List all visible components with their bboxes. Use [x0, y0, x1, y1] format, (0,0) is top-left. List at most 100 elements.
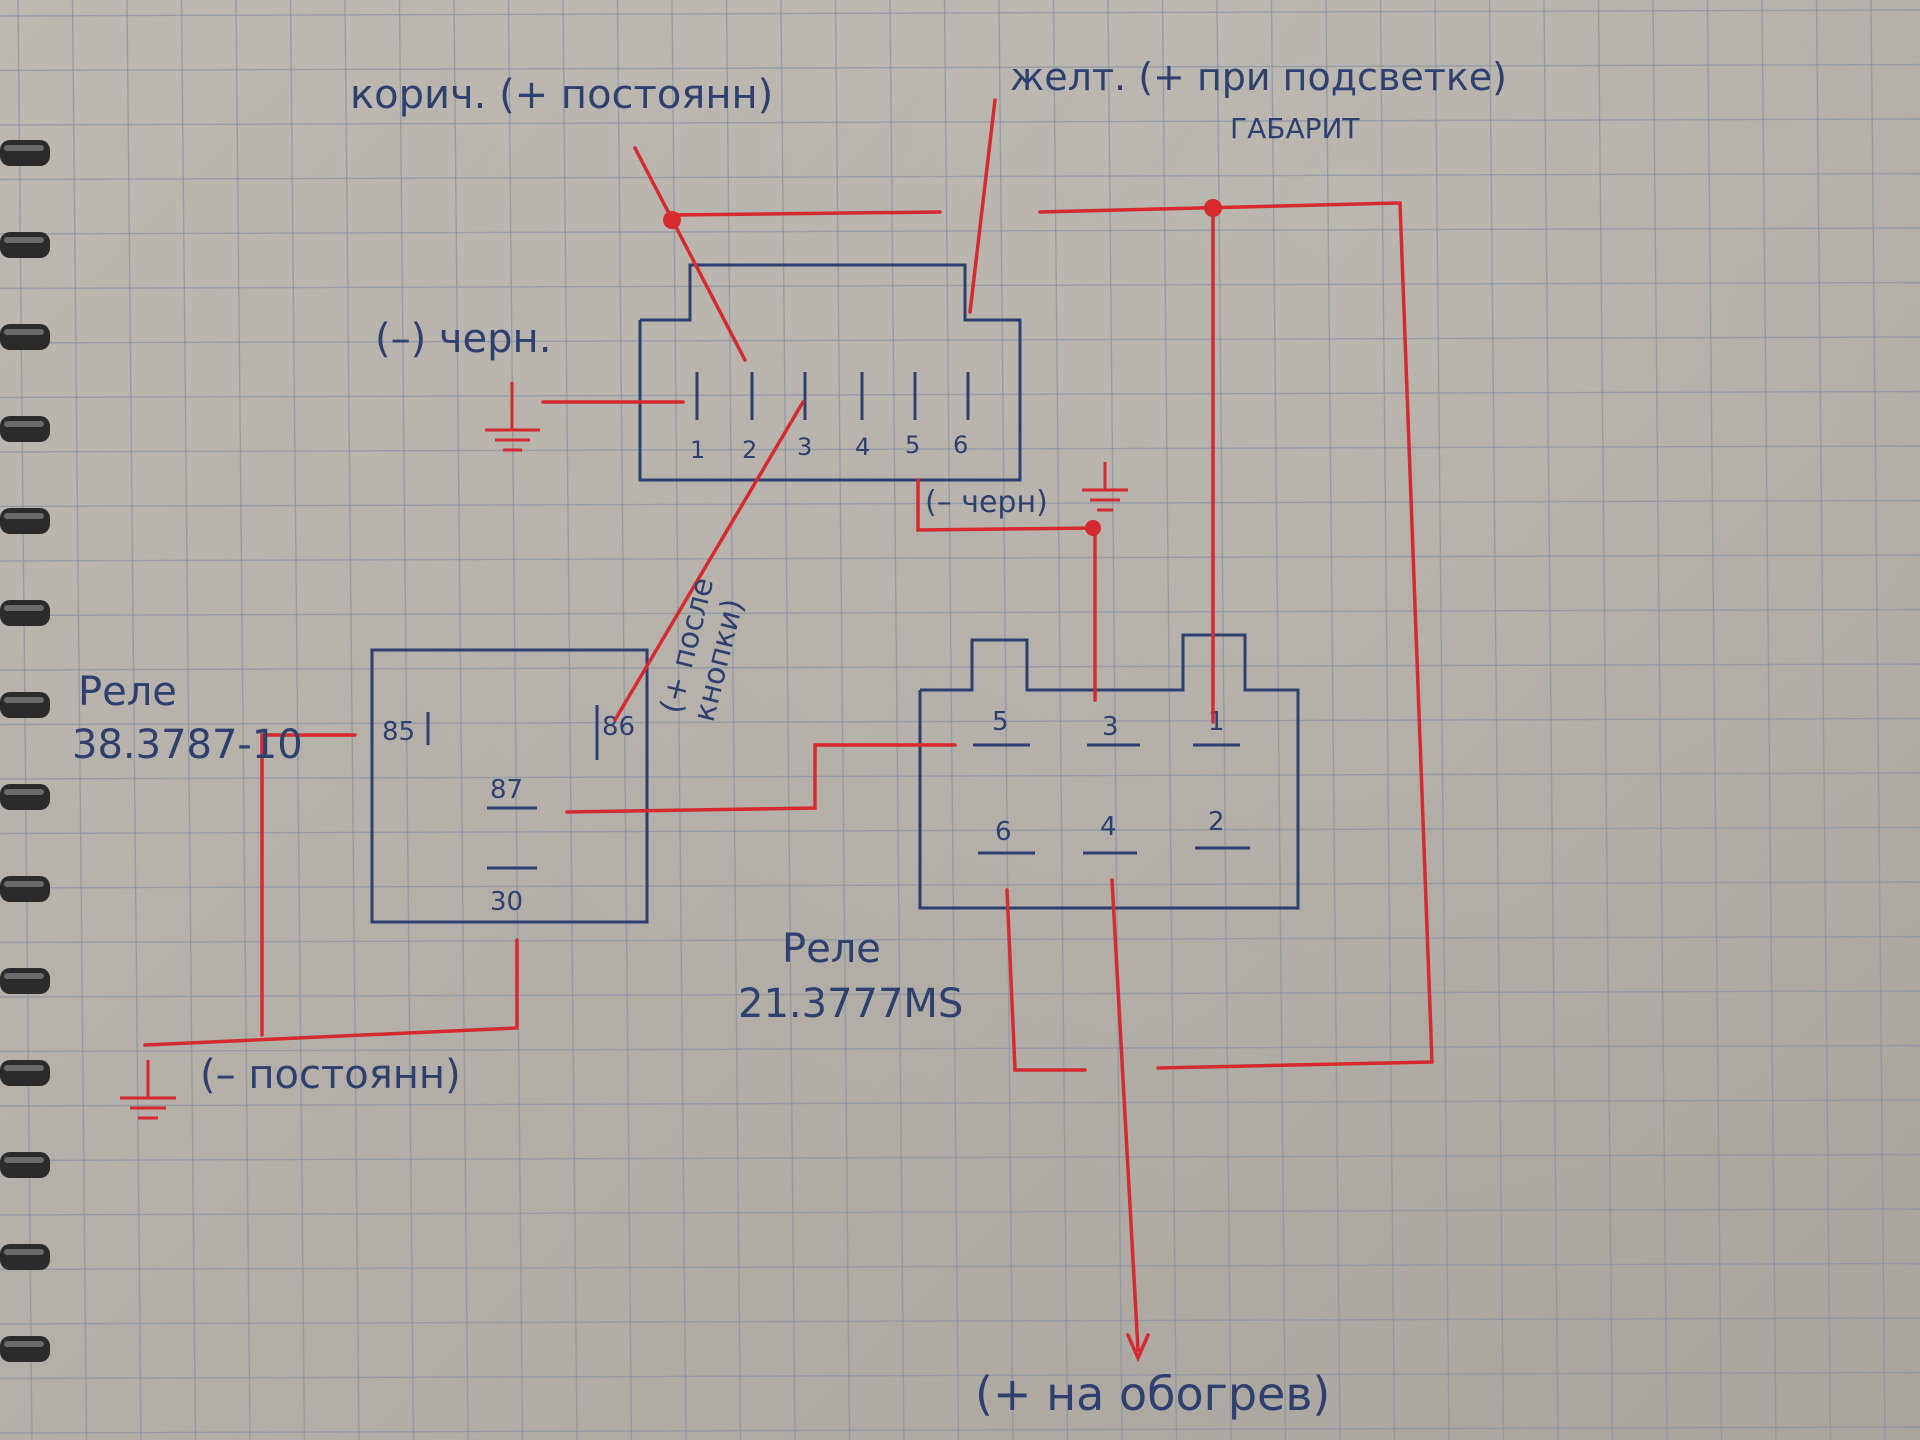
relay-1-body: [370, 648, 649, 924]
grid-line: [1107, 0, 1123, 1440]
spiral-ring-highlight: [4, 881, 44, 887]
relay-2-pin-4: 4: [1100, 812, 1117, 842]
relay-1-pin-85: 85: [382, 717, 415, 747]
wire-30-ground: [143, 938, 519, 1047]
grid-line: [0, 1208, 1920, 1216]
connector-pin-1: 1: [690, 436, 705, 464]
junction-ground-right: [1085, 520, 1101, 536]
spiral-ring-highlight: [4, 421, 44, 427]
grid-line: [344, 0, 360, 1440]
spiral-ring-highlight: [4, 237, 44, 243]
spiral-ring-highlight: [4, 329, 44, 335]
wire-heater-out: [1110, 878, 1140, 1352]
label-negative-constant: (– постоянн): [200, 1052, 461, 1098]
grid-line: [0, 227, 1920, 235]
wire-brown-diagonal: [633, 146, 747, 362]
grid-line: [671, 0, 687, 1440]
connector-block: [638, 263, 1022, 482]
spiral-ring: [0, 140, 50, 166]
grid-line: [834, 0, 851, 1440]
relay-2-pin-2: 2: [1208, 807, 1225, 837]
grid-line: [998, 0, 1014, 1440]
wire-right-vertical: [1398, 201, 1434, 1064]
spiral-ring-highlight: [4, 1341, 44, 1347]
relay-2-pin-labels: 5 3 1 6 4 2: [992, 707, 1225, 847]
wire-heater-arrow: [1126, 1333, 1150, 1363]
junction-dots: [663, 199, 1222, 536]
spiral-ring: [0, 600, 50, 626]
red-wires: [143, 98, 1434, 1363]
spiral-ring: [0, 692, 50, 718]
spiral-ring-highlight: [4, 697, 44, 703]
relay-2-pin-1: 1: [1208, 707, 1225, 737]
relay-2-pin-5: 5: [992, 707, 1009, 737]
grid-line: [0, 1317, 1920, 1325]
relay-2-pin-3: 3: [1102, 712, 1119, 742]
spiral-ring: [0, 784, 50, 810]
grid-line: [0, 881, 1920, 889]
relay-2-model: 21.3777MS: [738, 981, 963, 1027]
grid-line: [0, 935, 1920, 944]
grid-line: [507, 0, 524, 1440]
grid-line: [1161, 0, 1178, 1440]
wire-yellow: [968, 98, 997, 314]
grid-line: [453, 0, 469, 1440]
wire-85-ground: [260, 733, 357, 1037]
label-yellow-wire: желт. (+ при подсветке): [1010, 55, 1507, 99]
spiral-ring: [0, 416, 50, 442]
spiral-ring-highlight: [4, 973, 44, 979]
grid-line: [0, 499, 1920, 508]
grid-line: [0, 390, 1920, 399]
wire-after-button: [613, 400, 805, 722]
wire-bottom-right: [1156, 1060, 1434, 1070]
grid-line: [180, 0, 197, 1440]
ground-icon: [120, 1060, 176, 1120]
notebook-spiral-icon: [0, 140, 50, 1362]
wire-brown-top: [670, 210, 942, 217]
relay-1-pin-30: 30: [490, 887, 523, 917]
spiral-ring: [0, 324, 50, 350]
grid-line: [943, 0, 960, 1440]
grid-line: [398, 0, 415, 1440]
grid-line: [289, 0, 306, 1440]
grid-line: [0, 1262, 1920, 1271]
grid-line: [1706, 0, 1723, 1440]
wire-relay2-pin6: [1005, 888, 1087, 1072]
grid-line: [0, 1426, 1920, 1434]
connector-pin-5: 5: [905, 431, 920, 459]
grid-line: [0, 1099, 1920, 1107]
spiral-ring-highlight: [4, 1157, 44, 1163]
grid-line: [0, 445, 1920, 453]
relay-1-pin-labels: 85 86 87 30: [382, 712, 635, 917]
label-after-button: (+ после кнопки): [654, 565, 757, 725]
spiral-ring: [0, 968, 50, 994]
label-gabarit: ГАБАРИТ: [1230, 112, 1360, 145]
grid-line: [126, 0, 142, 1440]
relay-2-pin-6: 6: [995, 817, 1012, 847]
grid-line: [0, 118, 1920, 126]
label-black-negative-right: (– черн): [925, 485, 1048, 520]
connector-pin-2: 2: [742, 436, 757, 464]
label-black-negative: (–) черн.: [375, 316, 551, 362]
grid-line: [0, 63, 1920, 72]
spiral-ring-highlight: [4, 1065, 44, 1071]
grid-line: [0, 554, 1920, 562]
grid-line: [71, 0, 88, 1440]
grid-line: [1761, 0, 1777, 1440]
grid-line: [0, 336, 1920, 344]
ground-icon: [485, 382, 540, 452]
grid-line: [780, 0, 796, 1440]
spiral-ring-highlight: [4, 1249, 44, 1255]
grid-line: [0, 1044, 1920, 1053]
grid-line: [889, 0, 905, 1440]
wire-pin5-ground: [916, 478, 1100, 532]
junction-top-right: [1204, 199, 1222, 217]
spiral-ring: [0, 508, 50, 534]
grid-line: [0, 990, 1920, 998]
ground-icon: [1082, 462, 1128, 512]
label-to-heater: (+ на обогрев): [975, 1367, 1330, 1421]
grid-line: [0, 717, 1920, 726]
connector-pin-3: 3: [797, 433, 812, 461]
